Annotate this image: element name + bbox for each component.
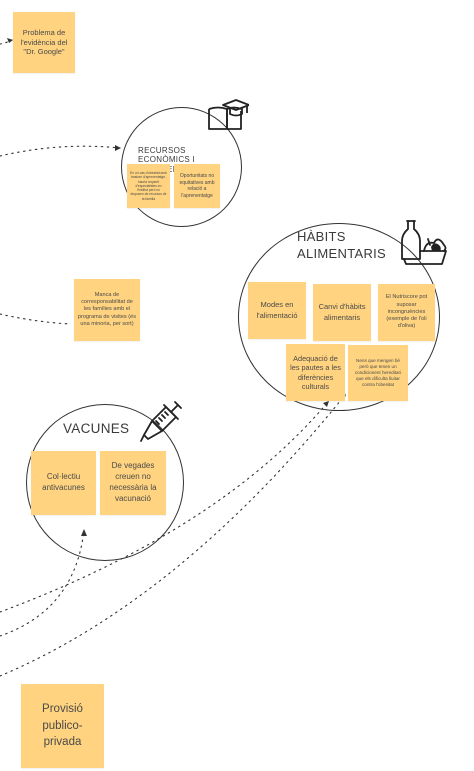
connector-recursos — [0, 145, 121, 157]
sticky-note-provisio: Provisió publico-privada — [21, 684, 104, 768]
sticky-note-recursos-2: Oportunitats no equitatives amb relació … — [174, 164, 220, 208]
cluster-circle-recursos — [121, 107, 242, 227]
sticky-note-habits-1: Modes en l'alimentació — [248, 282, 306, 339]
cluster-title-vacunes: VACUNES — [63, 421, 130, 436]
arrowhead-recursos — [115, 145, 121, 151]
cluster-title-recursos: RECURSOS ECONÒMICS I APRENENTATGE — [138, 146, 206, 174]
sticky-note-habits-4: Adequació de les pautes a les diferèncie… — [286, 344, 345, 401]
connector-habits-a — [0, 394, 346, 677]
book-cap-icon — [208, 99, 249, 130]
cluster-title-habits: HÀBITS ALIMENTARIS — [297, 229, 387, 261]
connector-habits-b — [0, 401, 329, 613]
cluster-circle-habits — [238, 223, 440, 411]
sticky-note-corresponsabilitat: Manca de corresponsabilitat de les famíl… — [74, 279, 140, 341]
connector-corresponsabilitat — [0, 313, 71, 325]
arrowhead-dr-google — [7, 38, 13, 43]
food-basket-icon — [401, 220, 447, 265]
sticky-note-dr-google: Problema de l'evidència del "Dr. Google" — [13, 12, 75, 73]
sticky-note-habits-3: El Nutriscore pot suposar incongruències… — [378, 284, 435, 341]
sticky-note-vacunes-1: Col·lectiu antivacunes — [31, 451, 96, 515]
sticky-note-recursos-1: En un cas d'obesitat amb trastorn d'apre… — [127, 164, 170, 208]
syringe-icon — [140, 401, 182, 442]
cluster-circle-vacunes — [26, 404, 184, 561]
sticky-note-vacunes-2: De vegades creuen no necessària la vacun… — [100, 451, 166, 515]
sticky-note-habits-5: Nens que mengen bé però que tenen un con… — [348, 345, 408, 401]
sticky-note-habits-2: Canvi d'hàbits alimentaris — [313, 284, 371, 341]
